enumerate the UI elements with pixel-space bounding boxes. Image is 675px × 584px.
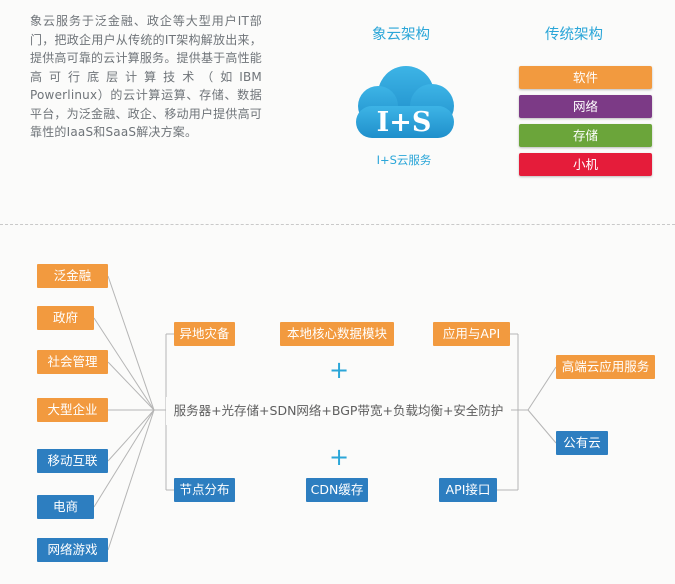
- traditional-layer-network: 网络: [519, 95, 652, 118]
- platform-api-interface: API接口: [439, 478, 497, 502]
- platform-app-api: 应用与API: [433, 322, 510, 346]
- traditional-layer-software: 软件: [519, 66, 652, 89]
- xiangyun-architecture-heading: 象云架构: [372, 27, 430, 43]
- plus-sign-bottom: +: [329, 443, 350, 471]
- output-public-cloud: 公有云: [556, 431, 608, 455]
- is-cloud-graphic: I+S I+S云服务: [340, 60, 468, 168]
- user-online-games: 网络游戏: [37, 538, 108, 562]
- service-bar: 服务器+光存储+SDN网络+BGP带宽+负载均衡+安全防护: [166, 397, 511, 425]
- platform-cdn-cache: CDN缓存: [306, 478, 368, 502]
- cloud-caption: I+S云服务: [376, 153, 432, 167]
- traditional-layer-minicomputer: 小机: [519, 153, 652, 176]
- user-ecommerce: 电商: [37, 495, 94, 519]
- platform-remote-disaster-recovery: 异地灾备: [174, 322, 235, 346]
- cloud-icon: [356, 66, 454, 138]
- platform-node-distribution: 节点分布: [174, 478, 235, 502]
- output-high-end-cloud-apps: 高端云应用服务: [556, 355, 655, 379]
- user-mobile-internet: 移动互联: [37, 449, 108, 473]
- plus-sign-top: +: [329, 356, 350, 384]
- platform-local-core-data: 本地核心数据模块: [280, 322, 394, 346]
- cloud-label: I+S: [376, 107, 432, 138]
- user-government: 政府: [37, 306, 94, 330]
- section-divider: [0, 224, 675, 225]
- user-large-enterprise: 大型企业: [37, 398, 108, 422]
- traditional-layer-storage: 存储: [519, 124, 652, 147]
- traditional-architecture-heading: 传统架构: [545, 27, 603, 43]
- user-social-management: 社会管理: [37, 350, 108, 374]
- intro-paragraph: 象云服务于泛金融、政企等大型用户IT部门，把政企用户从传统的IT架构解放出来，提…: [30, 14, 262, 139]
- user-financial: 泛金融: [37, 264, 108, 288]
